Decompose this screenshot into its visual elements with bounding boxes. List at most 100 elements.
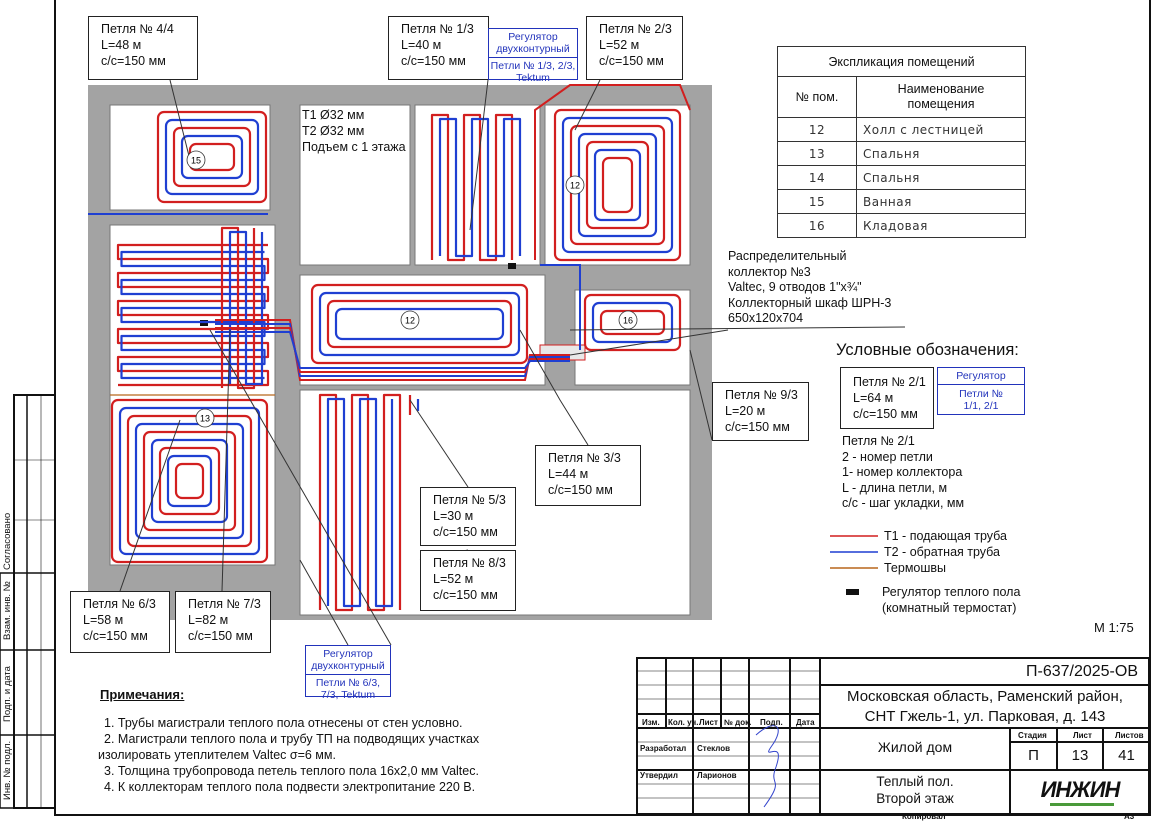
room-num: 15	[777, 189, 857, 214]
riser-t2: Т2 Ø32 мм	[302, 124, 365, 138]
loop-length: L=52 м	[433, 572, 474, 586]
loop-title: Петля № 7/3	[188, 597, 261, 611]
loop-step: с/с=150 мм	[433, 588, 498, 602]
approved-name: Ларионов	[697, 771, 737, 780]
pipe-loop	[174, 462, 205, 500]
collector-description: Распределительный коллектор №3 Valtec, 9…	[728, 249, 891, 327]
notes-title: Примечания:	[100, 687, 185, 702]
company-logo: ИНЖИН	[1040, 777, 1121, 802]
thermostat-icon	[508, 263, 516, 269]
room-tag: 12	[570, 181, 580, 191]
pipe-loop	[118, 406, 261, 556]
regulator-title: Регулятор	[938, 368, 1024, 385]
col-num-header: № пом.	[777, 76, 857, 118]
document-code: П-637/2025-ОВ	[1025, 663, 1138, 680]
room-num: 16	[777, 213, 857, 238]
col-list: Лист	[699, 718, 718, 727]
room-name: Ванная	[856, 189, 1026, 214]
col-doc: № док.	[724, 718, 752, 727]
leader-line	[221, 329, 231, 592]
loop-length: L=20 м	[725, 404, 766, 418]
pipe-loop	[164, 118, 260, 196]
collector-line: Valtec, 9 отводов 1"х¾"	[728, 280, 862, 294]
sheet-label: Лист	[1073, 731, 1092, 740]
pipe-loop	[318, 291, 521, 357]
loop-length: L=40 м	[401, 38, 442, 52]
format-label: А3	[1124, 812, 1135, 821]
note-item: изолировать утеплителем Valtec σ=6 мм.	[98, 748, 336, 762]
regulator-loops: Петли № 1/3, 2/3, Tektum	[490, 60, 576, 84]
pipe-loop	[318, 393, 402, 612]
pipe-loop	[326, 397, 394, 608]
pipe-loop	[116, 243, 270, 387]
loop-length: L=48 м	[101, 38, 142, 52]
loop-step: с/с=150 мм	[401, 54, 466, 68]
room-explication-table: Экспликация помещений № пом.Наименование…	[777, 46, 1026, 238]
note-item: 2. Магистрали теплого пола и трубу ТП на…	[104, 732, 480, 746]
leader-line	[299, 559, 349, 646]
signature-icon	[755, 725, 779, 808]
leader-line	[469, 79, 489, 231]
room-num: 13	[777, 141, 857, 166]
main-pipe	[540, 264, 581, 350]
loop-title: Петля № 2/3	[599, 22, 672, 36]
legend-explanation: Петля № 2/1 2 - номер петли 1- номер кол…	[842, 434, 964, 512]
address-line-1: Московская область, Раменский район,	[847, 688, 1123, 705]
stamp-replace-inv: Взам. инв. №	[2, 581, 13, 640]
loop-step: с/с=150 мм	[853, 407, 918, 421]
legend-explain-line: L - длина петли, м	[842, 480, 948, 495]
loop-title: Петля № 9/3	[725, 388, 798, 402]
pipe-loop	[585, 140, 650, 230]
note-item: 3. Толщина трубопровода петель теплого п…	[104, 764, 479, 778]
riser-rise: Подъем с 1 этажа	[302, 140, 406, 154]
object-name: Жилой дом	[877, 739, 953, 755]
room-num: 14	[777, 165, 857, 190]
title-block-grid	[636, 657, 1150, 815]
col-kol-uch: Кол. уч.	[668, 718, 699, 727]
pipe-loop	[583, 293, 682, 352]
note-item: 1. Трубы магистрали теплого пола отнесен…	[104, 716, 463, 730]
leader-line	[209, 329, 392, 646]
room-name: Спальня	[856, 165, 1026, 190]
pipe-loop	[228, 230, 264, 386]
loop-title: Петля № 3/3	[548, 451, 621, 465]
main-pipe	[215, 331, 570, 369]
loop-length: L=82 м	[188, 613, 229, 627]
title-block: Изм. Кол. уч. Лист № док. Подп. Дата Раз…	[636, 657, 1150, 815]
pipe-loop	[120, 250, 266, 380]
room-tag-circle	[400, 310, 420, 330]
loop-step: с/с=150 мм	[433, 525, 498, 539]
sheet-title-2: Второй этаж	[876, 791, 954, 806]
pipe-loop	[110, 398, 269, 564]
stamp-sign-date: Подп. и дата	[2, 666, 13, 722]
leader-line	[169, 79, 191, 161]
room-tag: 16	[623, 316, 633, 326]
legend-explain-line: Петля № 2/1	[842, 434, 915, 448]
loop-title: Петля № 4/4	[101, 22, 174, 36]
room-name: Кладовая	[856, 213, 1026, 238]
pipe-loop	[438, 117, 522, 258]
loop-step: с/с=150 мм	[188, 629, 253, 643]
main-pipe	[215, 323, 570, 377]
regulator-loops: Петли № 6/3, 7/3, Tektum	[315, 677, 381, 701]
approved-role: Утвердил	[640, 771, 678, 780]
regulator-loops: Петли № 1/1, 2/1	[959, 388, 1003, 412]
pipe-loop	[561, 116, 674, 254]
stamp-strip	[0, 394, 56, 809]
pipe-loop	[220, 226, 256, 390]
notes-list: 1. Трубы магистрали теплого пола отнесен…	[98, 715, 480, 795]
leader-line	[409, 399, 469, 488]
pipe-loop	[310, 283, 529, 365]
loop-step: с/с=150 мм	[548, 483, 613, 497]
